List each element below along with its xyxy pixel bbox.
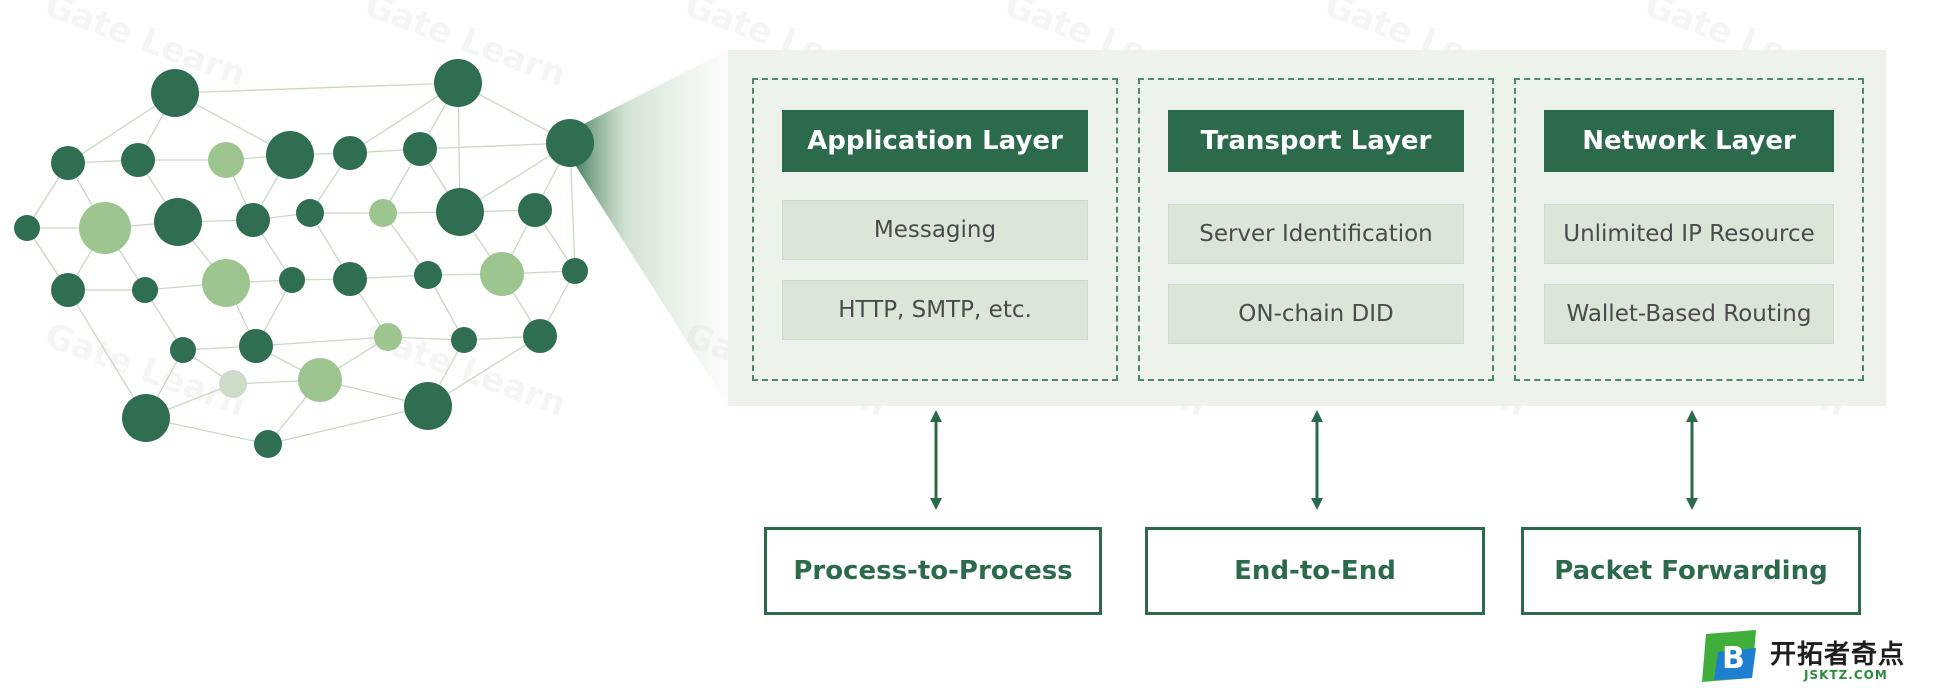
transport-layer-column: Transport Layer Server Identification ON… <box>1138 78 1494 381</box>
graph-node <box>480 252 524 296</box>
graph-node <box>298 358 342 402</box>
graph-node <box>296 199 324 227</box>
graph-node <box>122 394 170 442</box>
graph-node <box>562 258 588 284</box>
graph-node <box>254 430 282 458</box>
graph-node <box>523 319 557 353</box>
graph-node <box>51 273 85 307</box>
layer-item: ON-chain DID <box>1168 284 1464 344</box>
double-arrow <box>1311 410 1323 510</box>
graph-node <box>202 259 250 307</box>
graph-node <box>170 337 196 363</box>
graph-node <box>403 132 437 166</box>
graph-node <box>518 193 552 227</box>
graph-node <box>279 267 305 293</box>
graph-node <box>333 262 367 296</box>
graph-node <box>121 143 155 177</box>
process-to-process-box: Process-to-Process <box>764 527 1102 615</box>
layers-panel: Application Layer Messaging HTTP, SMTP, … <box>728 50 1886 406</box>
logo-domain: JSKTZ.COM <box>1804 668 1888 682</box>
graph-node <box>374 323 402 351</box>
graph-node <box>451 327 477 353</box>
graph-edge <box>67 289 147 419</box>
graph-edge <box>255 336 389 347</box>
graph-node <box>239 329 273 363</box>
layer-item: Server Identification <box>1168 204 1464 264</box>
layer-item: Messaging <box>782 200 1088 260</box>
end-to-end-box: End-to-End <box>1145 527 1485 615</box>
network-layer-title: Network Layer <box>1544 110 1834 172</box>
double-arrow <box>1686 410 1698 510</box>
site-logo: B 开拓者奇点 JSKTZ.COM <box>1700 630 1930 684</box>
layer-item: HTTP, SMTP, etc. <box>782 280 1088 340</box>
logo-name: 开拓者奇点 <box>1770 640 1906 670</box>
logo-icon: B <box>1702 630 1756 682</box>
graph-edge <box>174 82 459 94</box>
layer-item: Wallet-Based Routing <box>1544 284 1834 344</box>
graph-node <box>434 59 482 107</box>
graph-node <box>266 131 314 179</box>
graph-node <box>219 370 247 398</box>
graph-node <box>154 198 202 246</box>
graph-node <box>51 146 85 180</box>
graph-node <box>414 261 442 289</box>
double-arrow <box>930 410 942 510</box>
graph-node <box>436 188 484 236</box>
network-layer-column: Network Layer Unlimited IP Resource Wall… <box>1514 78 1864 381</box>
logo-letter: B <box>1722 641 1745 676</box>
zoom-fan <box>572 50 728 406</box>
graph-node <box>151 69 199 117</box>
graph-node <box>546 119 594 167</box>
graph-edge <box>267 405 429 445</box>
application-layer-column: Application Layer Messaging HTTP, SMTP, … <box>752 78 1118 381</box>
graph-edge <box>419 142 571 150</box>
packet-forwarding-box: Packet Forwarding <box>1521 527 1861 615</box>
graph-node <box>208 142 244 178</box>
transport-layer-title: Transport Layer <box>1168 110 1464 172</box>
graph-node <box>14 215 40 241</box>
layer-item: Unlimited IP Resource <box>1544 204 1834 264</box>
graph-node <box>369 199 397 227</box>
graph-node <box>132 277 158 303</box>
graph-node <box>236 203 270 237</box>
graph-node <box>404 382 452 430</box>
graph-node <box>79 202 131 254</box>
graph-node <box>333 136 367 170</box>
application-layer-title: Application Layer <box>782 110 1088 172</box>
